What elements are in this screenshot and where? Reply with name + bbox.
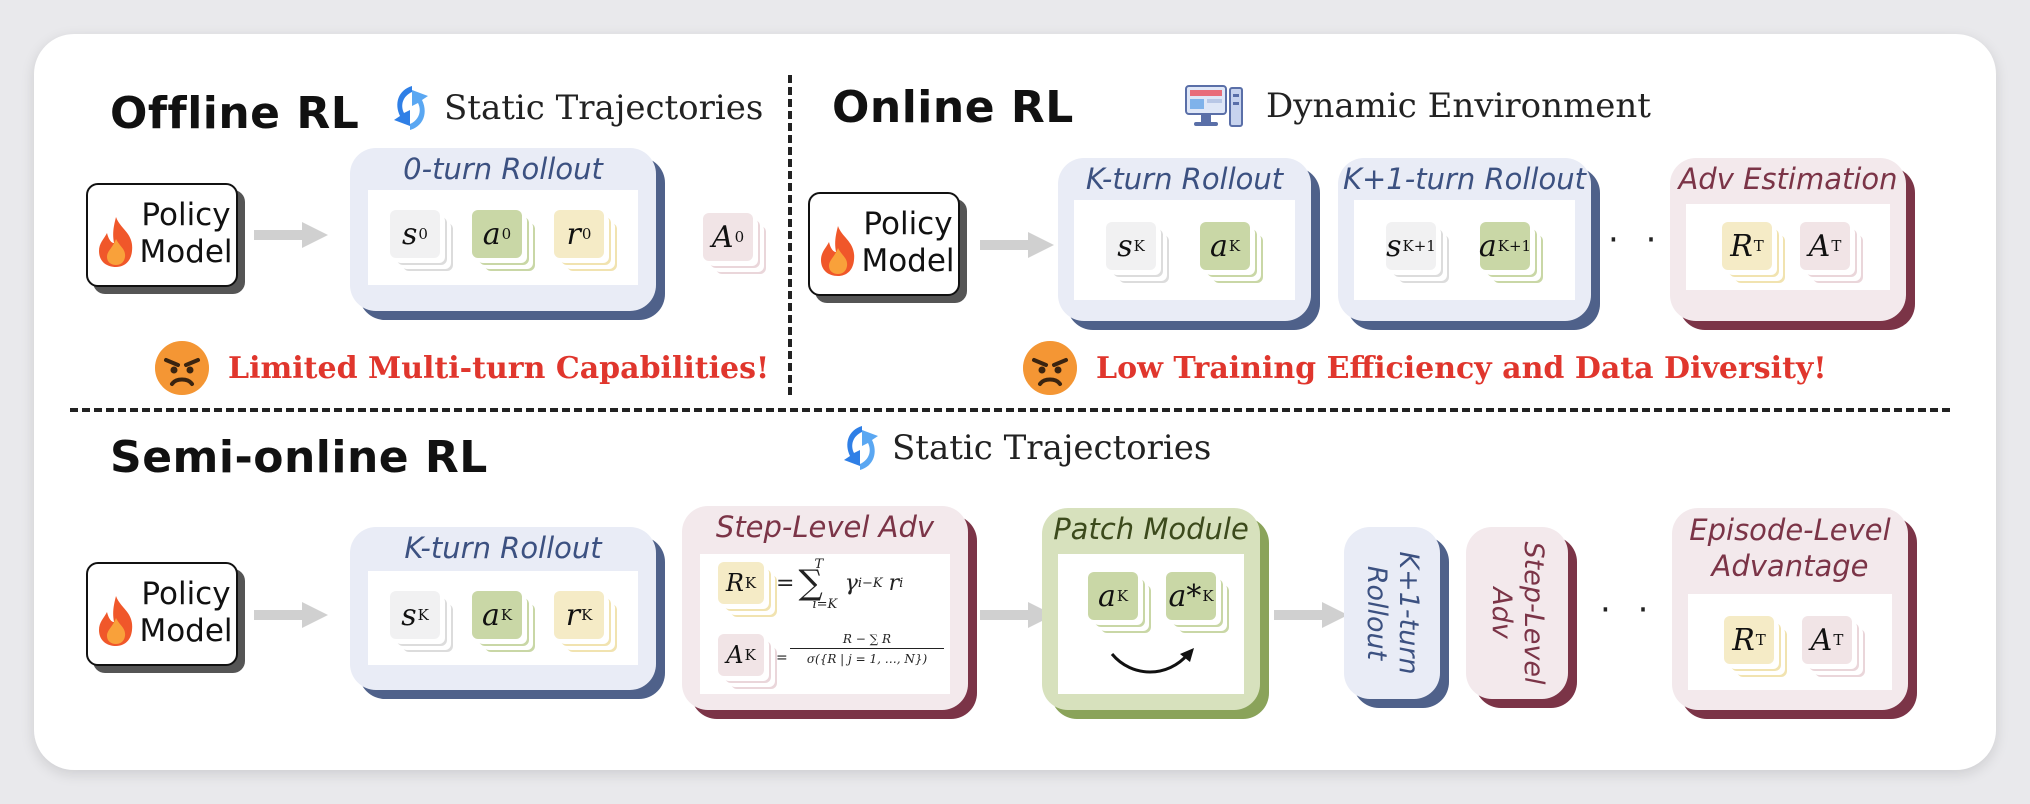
token-aK-star: a*K <box>1166 572 1216 620</box>
computer-icon <box>1185 85 1243 127</box>
policy-label-line2: Model <box>139 234 233 270</box>
online-warning-text: Low Training Efficiency and Data Diversi… <box>1096 350 1827 386</box>
semi-policy-model: Policy Model <box>86 562 238 666</box>
next-step-adv-label: Step-Level Adv <box>1486 541 1549 685</box>
offline-rollout-title: 0-turn Rollout <box>403 152 603 186</box>
offline-policy-model: Policy Model <box>86 183 238 287</box>
episode-adv-title: Episode-Level Advantage <box>1689 513 1891 583</box>
semi-arrow-1 <box>254 602 328 628</box>
next-rollout-panel: K+1-turn Rollout <box>1344 527 1440 699</box>
policy-label-line2: Model <box>861 243 955 279</box>
step-level-adv-title: Step-Level Adv <box>715 510 935 544</box>
online-k1-rollout-title: K+1-turn Rollout <box>1342 162 1586 196</box>
advantage-formula: = R − ∑ R σ({R | j = 1, …, N}) <box>776 632 944 666</box>
flame-icon <box>99 596 133 646</box>
semi-ellipsis: · · · <box>1600 590 1695 630</box>
online-arrow <box>980 232 1054 258</box>
horizontal-divider <box>70 408 1950 412</box>
online-title: Online RL <box>832 82 1074 133</box>
offline-warning-text: Limited Multi-turn Capabilities! <box>228 350 770 386</box>
online-policy-label: Policy Model <box>858 206 958 280</box>
semi-k-rollout-title: K-turn Rollout <box>404 531 602 565</box>
semi-arrow-2 <box>980 602 1054 628</box>
online-subtitle-group: Dynamic Environment <box>1184 82 1651 130</box>
next-rollout-label: K+1-turn Rollout <box>1361 551 1424 675</box>
semi-subtitle: Static Trajectories <box>892 428 1212 468</box>
offline-title: Offline RL <box>110 88 360 139</box>
online-subtitle: Dynamic Environment <box>1266 86 1651 126</box>
policy-label-line1: Policy <box>863 206 953 242</box>
refresh-arrows-icon <box>844 426 878 470</box>
policy-label-line1: Policy <box>141 197 231 233</box>
offline-policy-label: Policy Model <box>136 197 236 271</box>
online-warning: Low Training Efficiency and Data Diversi… <box>1022 340 1827 396</box>
policy-label-line1: Policy <box>141 576 231 612</box>
semi-title: Semi-online RL <box>110 432 488 483</box>
angry-face-icon <box>155 341 209 395</box>
online-k-rollout-title: K-turn Rollout <box>1085 162 1284 196</box>
curved-arrow-icon <box>1110 648 1194 674</box>
offline-arrow <box>254 222 328 248</box>
semi-policy-label: Policy Model <box>136 576 236 650</box>
policy-label-line2: Model <box>139 613 233 649</box>
flame-icon <box>821 226 855 276</box>
angry-face-icon <box>1023 341 1077 395</box>
online-adv-title: Adv Estimation <box>1678 162 1898 196</box>
online-policy-model: Policy Model <box>808 192 960 296</box>
vertical-divider <box>788 75 792 395</box>
semi-arrow-3 <box>1274 602 1348 628</box>
offline-subtitle-group: Static Trajectories <box>388 82 763 134</box>
next-step-adv-panel: Step-Level Adv <box>1466 527 1568 699</box>
offline-subtitle: Static Trajectories <box>444 88 764 128</box>
semi-subtitle-group: Static Trajectories <box>838 422 1211 474</box>
flame-icon <box>99 217 133 267</box>
patch-module-title: Patch Module <box>1053 512 1249 546</box>
refresh-arrows-icon <box>394 86 428 130</box>
offline-warning: Limited Multi-turn Capabilities! <box>154 340 769 396</box>
